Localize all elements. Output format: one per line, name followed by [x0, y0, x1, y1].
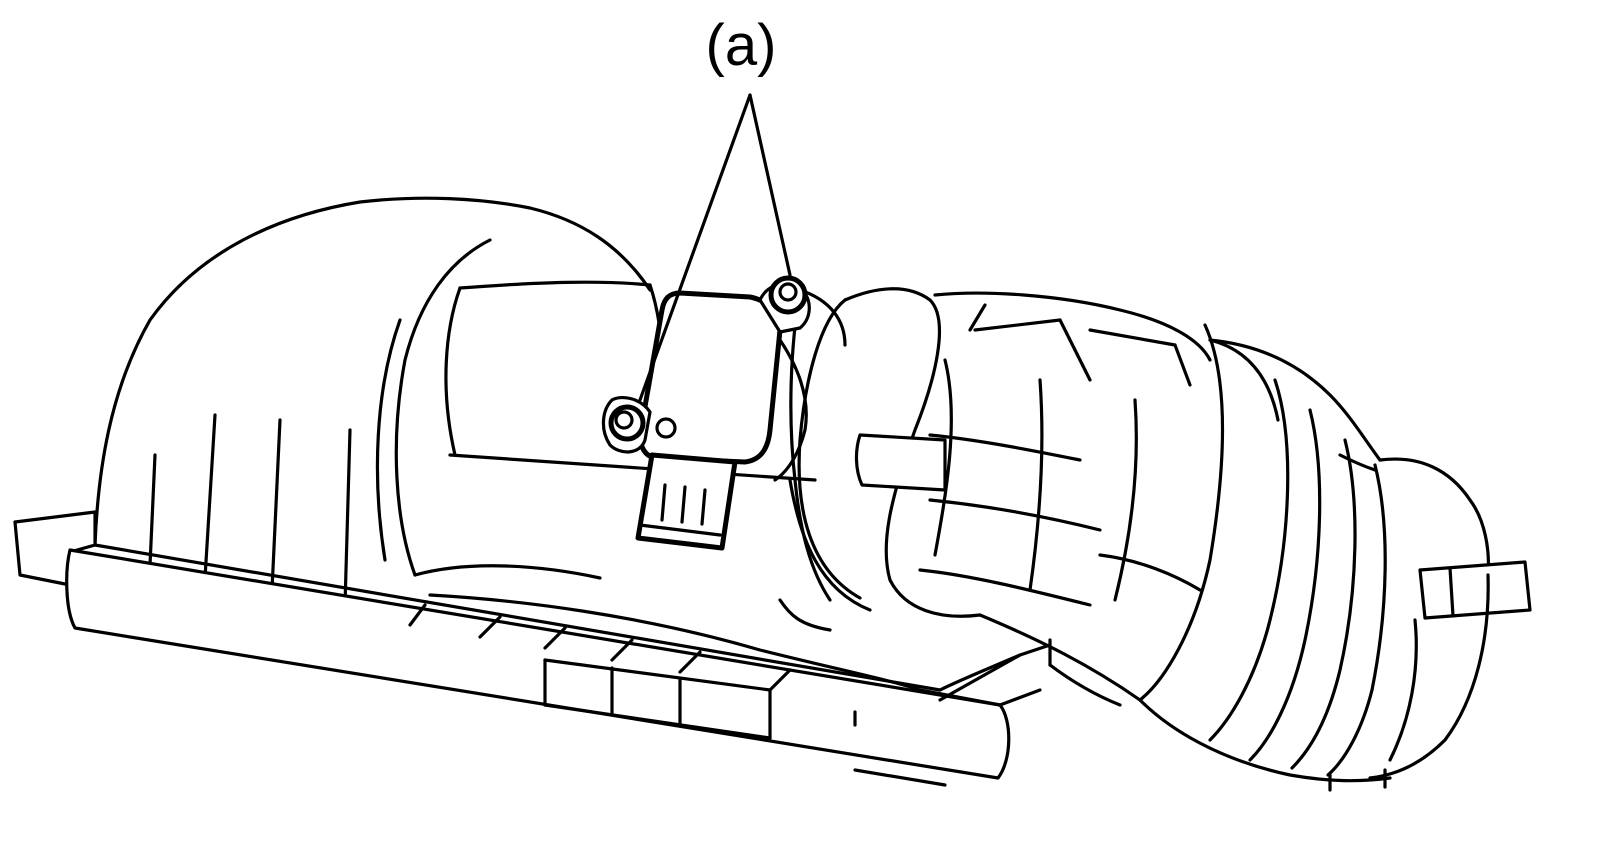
maf-sensor — [601, 282, 811, 551]
sensor-mounting-bolt-right — [768, 275, 808, 315]
callout-leader-line — [638, 93, 792, 402]
air-cleaner-case — [13, 196, 1052, 787]
sensor-mounting-bolt-left — [608, 404, 646, 442]
intake-air-duct — [797, 287, 1532, 792]
callout-label-a: (a) — [705, 13, 777, 78]
